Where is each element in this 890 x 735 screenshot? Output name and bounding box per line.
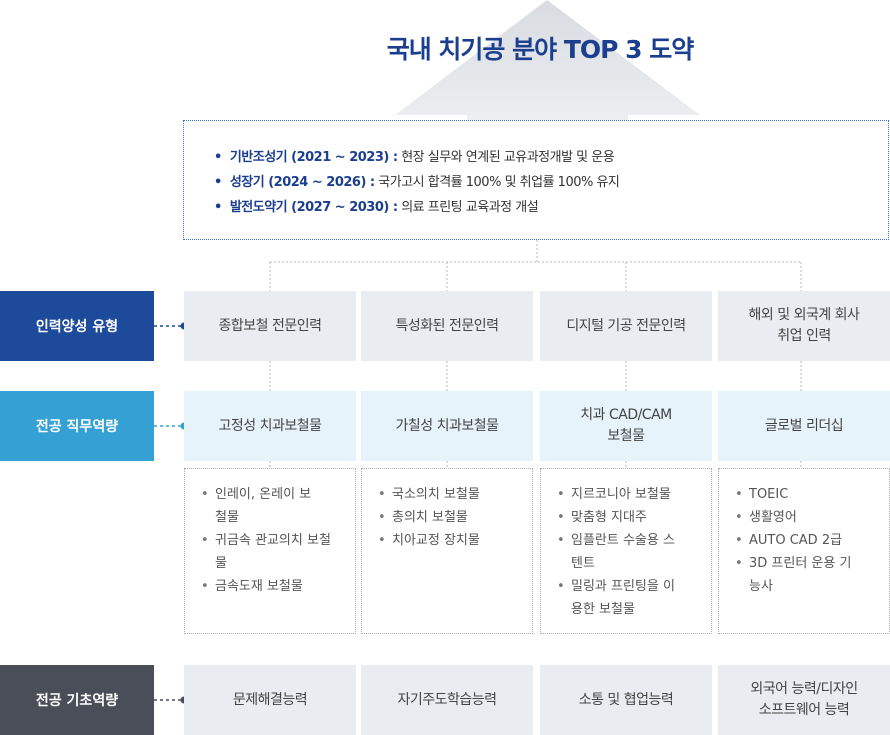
detail-item: 임플란트 수술용 스텐트 <box>557 529 683 575</box>
detail-item: 지르코니아 보철물 <box>557 483 705 506</box>
basic-competency-cell: 문제해결능력 <box>184 665 356 735</box>
phase-list: •기반조성기 (2021 ~ 2023) : 현장 실무와 연계된 교유과정개발… <box>214 145 620 220</box>
job-competency-cell: 가칠성 치과보철물 <box>361 391 533 461</box>
page-title: 국내 치기공 분야 TOP 3 도약 <box>386 35 695 64</box>
detail-item: 생활영어 <box>735 506 883 529</box>
detail-item: 3D 프린터 운용 기능사 <box>735 552 861 598</box>
detail-item: 국소의치 보철물 <box>378 483 526 506</box>
basic-competency-cell: 소통 및 협업능력 <box>540 665 712 735</box>
basic-competency-cell: 자기주도학습능력 <box>361 665 533 735</box>
detail-item: 밀링과 프린팅을 이용한 보철물 <box>557 575 683 621</box>
detail-item: TOEIC <box>735 483 883 506</box>
detail-box: 국소의치 보철물 총의치 보철물 치아교정 장치물 <box>361 468 533 634</box>
detail-box: 인레이, 온레이 보철물 귀금속 관교의치 보철물 금속도재 보철물 <box>184 468 356 634</box>
row-label-major-job: 전공 직무역량 <box>0 391 154 461</box>
detail-box: 지르코니아 보철물 맞춤형 지대주 임플란트 수술용 스텐트 밀링과 프린팅을 … <box>540 468 712 634</box>
talent-type-cell: 종합보철 전문인력 <box>184 291 356 361</box>
detail-box: TOEIC 생활영어 AUTO CAD 2급 3D 프린터 운용 기능사 <box>718 468 890 634</box>
job-competency-cell: 글로벌 리더십 <box>718 391 890 461</box>
detail-item: 귀금속 관교의치 보철물 <box>201 529 337 575</box>
detail-item: 총의치 보철물 <box>378 506 526 529</box>
phase-item: •발전도약기 (2027 ~ 2030) : 의료 프린팅 교육과정 개설 <box>214 200 539 215</box>
detail-item: 맞춤형 지대주 <box>557 506 705 529</box>
detail-item: 치아교정 장치물 <box>378 529 526 552</box>
phase-item: •성장기 (2024 ~ 2026) : 국가고시 합격률 100% 및 취업률… <box>214 175 620 190</box>
job-competency-cell: 고정성 치과보철물 <box>184 391 356 461</box>
talent-type-cell: 디지털 기공 전문인력 <box>540 291 712 361</box>
row-label-major-basic: 전공 기초역량 <box>0 665 154 735</box>
phase-box: •기반조성기 (2021 ~ 2023) : 현장 실무와 연계된 교유과정개발… <box>183 120 889 240</box>
detail-item: AUTO CAD 2급 <box>735 529 883 552</box>
detail-item: 인레이, 온레이 보철물 <box>201 483 317 529</box>
upward-arrow-shape <box>395 0 700 120</box>
phase-item: •기반조성기 (2021 ~ 2023) : 현장 실무와 연계된 교유과정개발… <box>214 150 615 165</box>
talent-type-cell: 특성화된 전문인력 <box>361 291 533 361</box>
row-label-talent-type: 인력양성 유형 <box>0 291 154 361</box>
detail-item: 금속도재 보철물 <box>201 575 349 598</box>
